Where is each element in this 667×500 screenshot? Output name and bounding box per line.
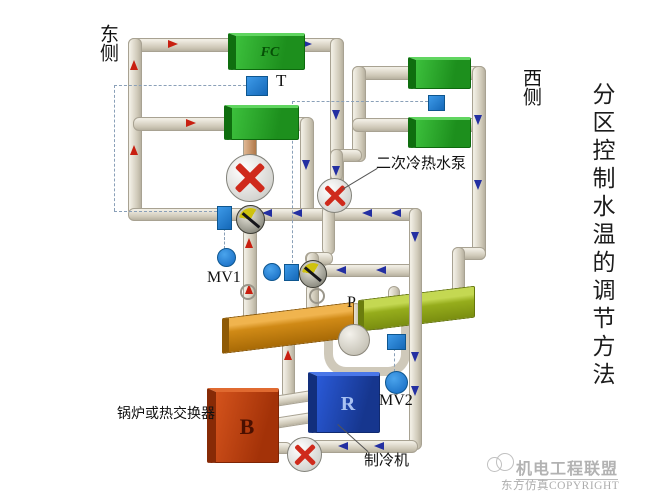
chiller-box: R [308,372,380,433]
west-pump-stem-pipe [330,149,343,181]
cold-flow-arrow-icon [336,266,346,274]
header-bypass-pipe [324,325,410,376]
east-zone-pump [226,154,274,202]
hot-flow-arrow-icon [130,60,138,70]
bypass-pump [338,324,370,356]
west-sensor-control-line-v [292,101,293,263]
bypass-pump-label: P [347,294,356,311]
secondary-pump-label: 二次冷热水泵 [376,156,467,172]
fan-coil-west-bottom [408,117,471,148]
temp-sensor-label: T [276,71,287,90]
cold-flow-arrow-icon [292,209,302,217]
return-main-pipe [128,208,422,221]
fan-coil-east-top: FC [228,33,305,70]
watermark-copyright: 东方仿真COPYRIGHT [501,480,620,492]
hot-flow-arrow-icon [168,40,178,48]
temp-sensor-east [246,76,268,96]
cold-flow-arrow-icon [474,180,482,190]
fan-coil-west-top [408,57,471,89]
cold-flow-arrow-icon [391,209,401,217]
t-sensor-control-line-b [114,211,217,212]
mv2-actuator [385,371,408,394]
cold-flow-arrow-icon [262,209,272,217]
cold-flow-arrow-icon [411,386,419,396]
cold-flow-arrow-icon [338,442,348,450]
west-zone-label: 西侧 [520,68,541,106]
fan-coil-east-bottom [224,105,299,140]
west-zone-pump [317,178,352,213]
hot-flow-arrow-icon [245,238,253,248]
valve-sensor-west [284,264,299,281]
t-sensor-control-line-h [114,85,246,86]
header-stub-ring [240,284,256,300]
valve-sensor-east [217,206,232,230]
cold-flow-arrow-icon [302,160,310,170]
temp-sensor-west [428,95,445,111]
secondary-pump-leader-line [342,167,378,190]
watermark-brand: 机电工程联盟 [516,455,619,480]
fan-coil-label: FC [260,44,280,60]
hot-flow-arrow-icon [186,119,196,127]
primary-pump [287,437,322,472]
west-left-riser-pipe [352,66,366,162]
mv1-label: MV1 [207,269,241,286]
boiler-letter: B [239,414,255,439]
cold-flow-arrow-icon [332,166,340,176]
cold-flow-arrow-icon [374,442,384,450]
cold-flow-arrow-icon [411,232,419,242]
west-valve-actuator [263,263,281,281]
cold-flow-arrow-icon [376,266,386,274]
west-sensor-control-line-h [292,101,428,102]
cold-flow-arrow-icon [474,115,482,125]
cold-flow-arrow-icon [362,209,372,217]
watermark-logo-icon [487,453,514,473]
mv2-control-line [394,348,395,372]
header-stub-ring [309,288,325,304]
mv2-label: MV2 [379,392,413,409]
diagram-title: 分区控制水温的调节方法 [589,82,614,390]
chiller-return-pipe [409,208,422,450]
mv1-actuator [217,248,236,267]
cold-flow-arrow-icon [332,110,340,120]
mv2-sensor [387,334,406,350]
t-sensor-control-line-v [114,85,115,211]
chiller-label: 制冷机 [364,453,410,469]
three-way-valve-west [299,260,327,288]
mv1-control-line [224,228,225,249]
hot-flow-arrow-icon [130,145,138,155]
cold-flow-arrow-icon [302,40,312,48]
three-way-valve-east [236,205,265,234]
east-zone-label: 东侧 [97,24,118,62]
west-right-riser-pipe [472,66,486,260]
hot-flow-arrow-icon [284,350,292,360]
chiller-letter: R [340,392,356,415]
boiler-box: B [207,388,279,463]
boiler-label: 锅炉或热交换器 [117,407,215,422]
cold-flow-arrow-icon [411,352,419,362]
